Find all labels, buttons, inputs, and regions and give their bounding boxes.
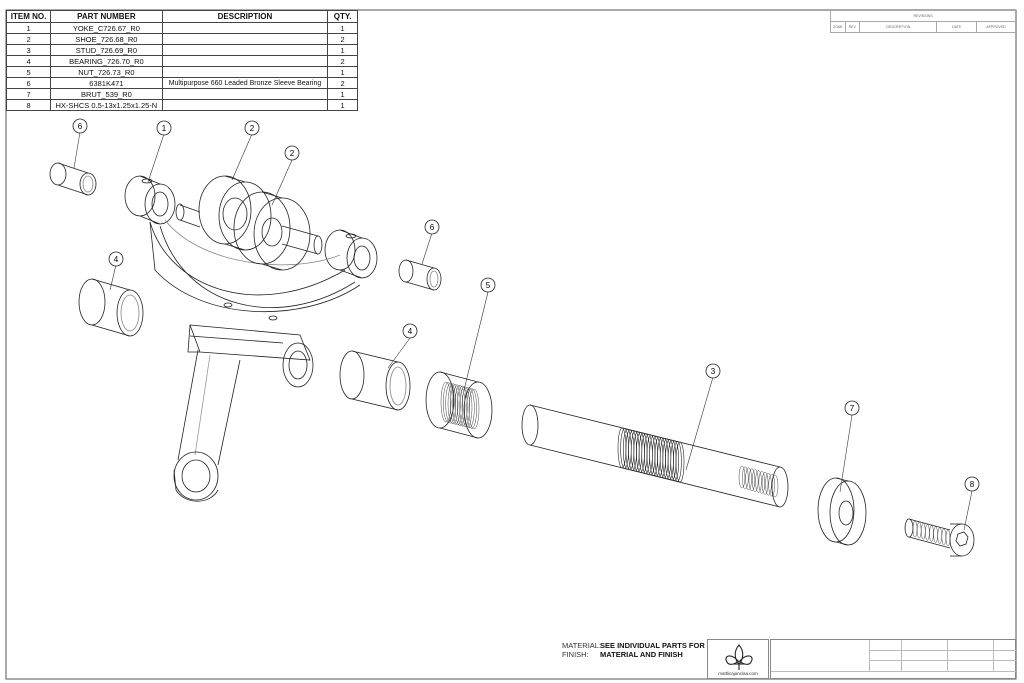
balloon-circle	[705, 363, 721, 379]
balloon-circle	[480, 277, 496, 293]
balloon-circle	[244, 120, 260, 136]
part-2-shoe-lower	[233, 191, 323, 271]
part-8-cap-screw	[904, 518, 975, 557]
part-7-washer	[817, 477, 867, 546]
rev-header-approved: APPROVED	[975, 21, 1017, 33]
balloon-label: 7	[850, 404, 855, 413]
balloon-label: 6	[78, 122, 83, 131]
rev-header-rev: REV.	[844, 21, 861, 33]
bom-cell-qty: 1	[327, 99, 358, 111]
balloon-circle	[964, 476, 980, 492]
leader-lines	[73, 131, 973, 531]
logo-url: mattlicajunclaa.com	[718, 671, 758, 676]
balloon-label: 4	[114, 255, 119, 264]
part-5-nut	[425, 371, 493, 439]
part-1-yoke	[124, 175, 378, 502]
balloon-circle	[108, 251, 124, 267]
material-value: SEE INDIVIDUAL PARTS FOR	[600, 641, 705, 650]
balloon-circle	[156, 120, 172, 136]
balloon-label: 6	[430, 223, 435, 232]
item-balloons: 6 1 2 2 4 6 5 4 3 7 8	[72, 118, 980, 492]
balloon-circle	[424, 219, 440, 235]
bom-cell-part: HX-SHCS 0.5-13x1.25x1.25-N	[50, 99, 163, 111]
rev-header-zone: ZONE	[830, 21, 846, 33]
part-6-sleeve-bearing-right	[398, 259, 442, 291]
finish-value: MATERIAL AND FINISH	[600, 650, 683, 659]
part-4-bearing-left	[78, 278, 144, 337]
part-3-stud	[521, 404, 789, 508]
part-2-shoe-upper	[175, 175, 272, 251]
balloon-circle	[402, 323, 418, 339]
company-logo-block: mattlicajunclaa.com	[707, 639, 769, 679]
balloon-label: 2	[290, 149, 295, 158]
balloon-label: 4	[408, 327, 413, 336]
part-4-bearing-right	[339, 350, 411, 411]
material-finish-note: MATERIAL:SEE INDIVIDUAL PARTS FOR FINISH…	[562, 641, 705, 659]
fleur-de-lis-icon	[725, 644, 753, 670]
balloon-label: 8	[970, 480, 975, 489]
part-6-sleeve-bearing-left	[49, 162, 97, 196]
material-label: MATERIAL:	[562, 641, 602, 650]
balloon-label: 3	[711, 367, 716, 376]
balloon-circle	[284, 145, 300, 161]
balloon-label: 5	[486, 281, 491, 290]
balloon-circle	[844, 400, 860, 416]
finish-label: FINISH:	[562, 650, 589, 659]
title-block	[770, 639, 1017, 679]
revisions-header-row: ZONE REV. DESCRIPTION DATE APPROVED	[830, 21, 1017, 33]
balloon-circle	[72, 118, 88, 134]
revisions-table: REVISIONS ZONE REV. DESCRIPTION DATE APP…	[830, 10, 1017, 33]
balloon-label: 2	[250, 124, 255, 133]
rev-header-description: DESCRIPTION	[859, 21, 938, 33]
balloon-label: 1	[162, 124, 167, 133]
bom-cell-description	[161, 99, 329, 111]
bom-cell-item: 8	[5, 99, 52, 111]
